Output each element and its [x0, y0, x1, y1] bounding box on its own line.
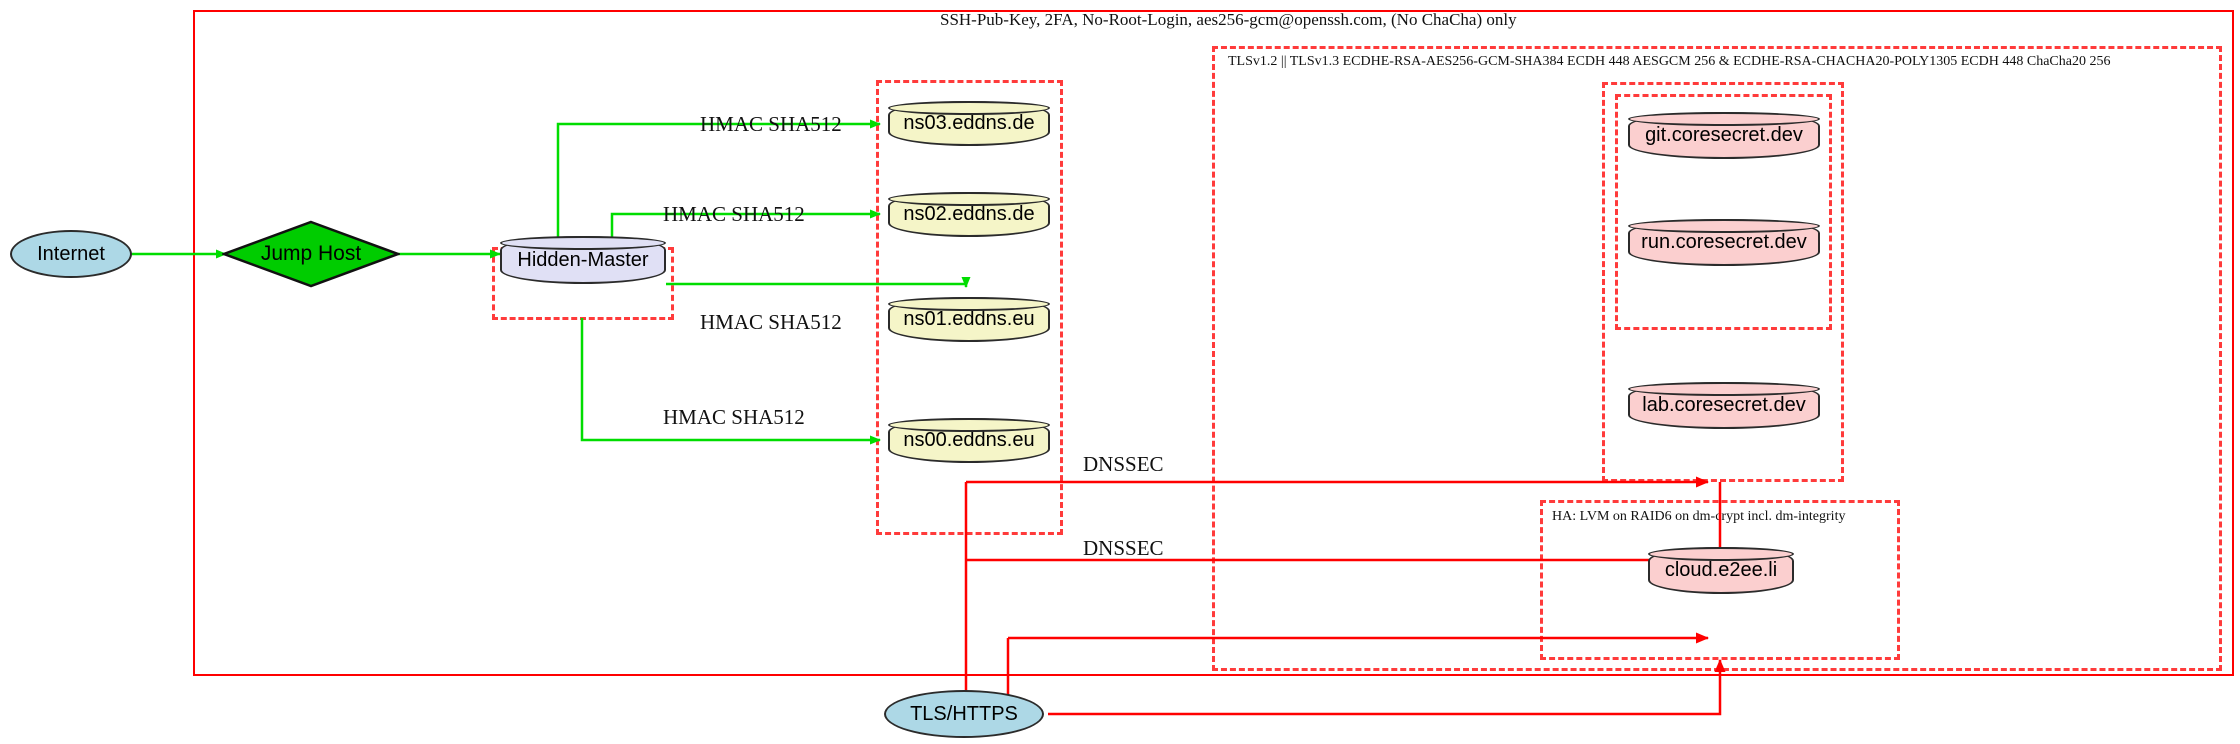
node-ns00-label: ns00.eddns.eu — [903, 429, 1035, 451]
node-ns02[interactable]: ns02.eddns.de — [888, 192, 1050, 237]
node-run-coresecret[interactable]: run.coresecret.dev — [1628, 219, 1820, 266]
node-git-coresecret-label: git.coresecret.dev — [1645, 124, 1803, 146]
coresecret-outer-zone — [1602, 82, 1844, 482]
node-lab-coresecret[interactable]: lab.coresecret.dev — [1628, 382, 1820, 429]
ssh-security-zone-label: SSH-Pub-Key, 2FA, No-Root-Login, aes256-… — [940, 10, 1517, 29]
node-ns01[interactable]: ns01.eddns.eu — [888, 297, 1050, 342]
node-ns01-label: ns01.eddns.eu — [903, 308, 1035, 330]
node-internet-label: Internet — [37, 242, 105, 265]
diamond-shape — [222, 220, 400, 288]
node-git-coresecret[interactable]: git.coresecret.dev — [1628, 112, 1820, 159]
node-jump-host[interactable]: Jump Host — [222, 220, 400, 288]
node-tls-https-label: TLS/HTTPS — [910, 702, 1018, 725]
node-ns03[interactable]: ns03.eddns.de — [888, 101, 1050, 146]
edge-label-hmac-ns03: HMAC SHA512 — [700, 112, 842, 136]
dns-servers-zone — [876, 80, 1063, 535]
node-ns00[interactable]: ns00.eddns.eu — [888, 418, 1050, 463]
node-hidden-master[interactable]: Hidden-Master — [500, 236, 666, 284]
node-cloud-e2ee-label: cloud.e2ee.li — [1664, 559, 1778, 581]
edge-label-hmac-ns00: HMAC SHA512 — [663, 405, 805, 429]
tls-security-zone-label: TLSv1.2 || TLSv1.3 ECDHE-RSA-AES256-GCM-… — [1228, 54, 2111, 69]
node-hidden-master-label: Hidden-Master — [517, 248, 649, 271]
node-lab-coresecret-label: lab.coresecret.dev — [1642, 394, 1806, 416]
node-tls-https[interactable]: TLS/HTTPS — [884, 690, 1044, 738]
node-cloud-e2ee[interactable]: cloud.e2ee.li — [1648, 547, 1794, 594]
node-ns03-label: ns03.eddns.de — [903, 112, 1035, 134]
node-run-coresecret-label: run.coresecret.dev — [1641, 231, 1807, 253]
node-ns02-label: ns02.eddns.de — [903, 203, 1035, 225]
node-internet[interactable]: Internet — [10, 230, 132, 278]
edge-label-hmac-ns01: HMAC SHA512 — [700, 310, 842, 334]
edge-label-hmac-ns02: HMAC SHA512 — [663, 202, 805, 226]
edge-label-dnssec-top: DNSSEC — [1083, 452, 1164, 476]
edge-label-dnssec-bottom: DNSSEC — [1083, 536, 1164, 560]
coresecret-inner-zone — [1615, 94, 1832, 330]
ha-storage-zone-label: HA: LVM on RAID6 on dm-crypt incl. dm-in… — [1552, 509, 1846, 524]
